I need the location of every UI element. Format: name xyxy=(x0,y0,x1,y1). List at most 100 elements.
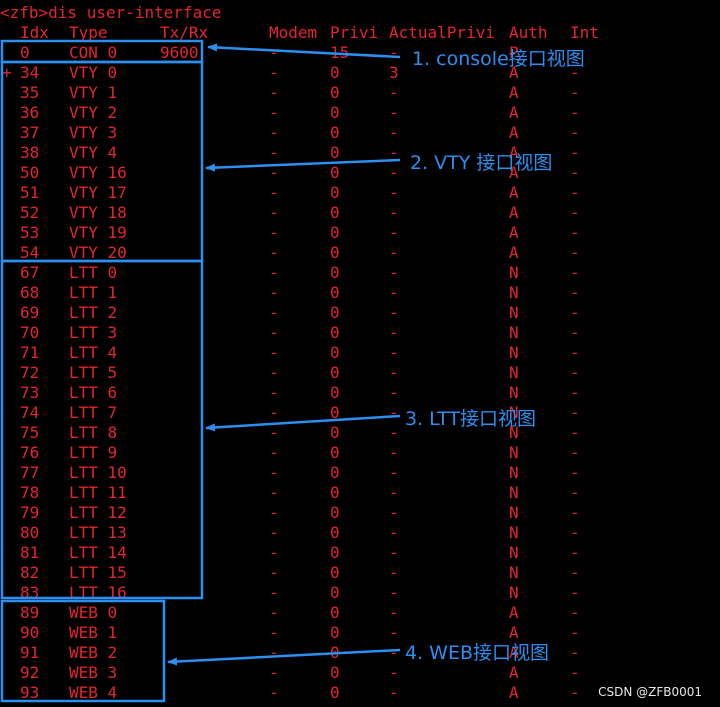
cell-privi: 0 xyxy=(330,203,340,222)
cell-idx: 50 xyxy=(20,163,40,182)
cell-type: LTT 15 xyxy=(69,563,127,582)
cell-modem: - xyxy=(269,403,279,422)
cell-actualprivi: - xyxy=(389,203,399,222)
cell-idx: 51 xyxy=(20,183,40,202)
cell-privi: 0 xyxy=(330,163,340,182)
cell-modem: - xyxy=(269,683,279,702)
cell-privi: 0 xyxy=(330,583,340,602)
cell-idx: 80 xyxy=(20,523,40,542)
cell-auth: A xyxy=(509,103,519,122)
cell-int: - xyxy=(570,303,580,322)
cell-modem: - xyxy=(269,243,279,262)
callout-console: 1. console接口视图 xyxy=(412,48,585,70)
cell-int: - xyxy=(570,603,580,622)
cell-privi: 0 xyxy=(330,543,340,562)
cell-type: VTY 0 xyxy=(69,63,118,82)
cell-auth: A xyxy=(509,63,519,82)
cell-idx: 79 xyxy=(20,503,40,522)
cell-privi: 0 xyxy=(330,403,340,422)
cell-privi: 0 xyxy=(330,183,340,202)
cell-privi: 0 xyxy=(330,383,340,402)
cell-modem: - xyxy=(269,343,279,362)
cell-actualprivi: - xyxy=(389,463,399,482)
cell-modem: - xyxy=(269,603,279,622)
cell-auth: N xyxy=(509,383,519,402)
cell-int: - xyxy=(570,203,580,222)
cell-int: - xyxy=(570,383,580,402)
cell-auth: A xyxy=(509,603,519,622)
cell-modem: - xyxy=(269,363,279,382)
cell-privi: 0 xyxy=(330,643,340,662)
watermark: CSDN @ZFB0001 xyxy=(598,685,702,699)
cell-privi: 0 xyxy=(330,143,340,162)
cell-modem: - xyxy=(269,223,279,242)
cell-auth: A xyxy=(509,243,519,262)
cell-int: - xyxy=(570,663,580,682)
cell-auth: N xyxy=(509,363,519,382)
cell-privi: 0 xyxy=(330,243,340,262)
cell-idx: 81 xyxy=(20,543,40,562)
cell-actualprivi: - xyxy=(389,583,399,602)
cell-privi: 0 xyxy=(330,683,340,702)
cell-actualprivi: - xyxy=(389,43,399,62)
cell-actualprivi: - xyxy=(389,143,399,162)
cell-type: VTY 2 xyxy=(69,103,118,122)
cell-privi: 0 xyxy=(330,103,340,122)
cell-idx: 75 xyxy=(20,423,40,442)
cell-type: LTT 2 xyxy=(69,303,118,322)
cell-auth: N xyxy=(509,323,519,342)
cell-auth: N xyxy=(509,583,519,602)
cell-idx: 52 xyxy=(20,203,40,222)
cell-privi: 0 xyxy=(330,343,340,362)
cell-actualprivi: - xyxy=(389,303,399,322)
cell-int: - xyxy=(570,623,580,642)
cell-actualprivi: - xyxy=(389,423,399,442)
cell-type: LTT 1 xyxy=(69,283,118,302)
cell-actualprivi: - xyxy=(389,163,399,182)
cell-auth: N xyxy=(509,463,519,482)
header-txrx: Tx/Rx xyxy=(160,23,209,42)
cell-int: - xyxy=(570,323,580,342)
cell-int: - xyxy=(570,363,580,382)
callout-web: 4. WEB接口视图 xyxy=(405,642,549,664)
cell-type: VTY 4 xyxy=(69,143,118,162)
cell-actualprivi: - xyxy=(389,343,399,362)
cell-int: - xyxy=(570,63,580,82)
cell-modem: - xyxy=(269,163,279,182)
cell-privi: 0 xyxy=(330,663,340,682)
cell-actualprivi: - xyxy=(389,403,399,422)
cell-modem: - xyxy=(269,523,279,542)
cell-modem: - xyxy=(269,283,279,302)
cell-modem: - xyxy=(269,303,279,322)
cell-actualprivi: - xyxy=(389,523,399,542)
cell-auth: N xyxy=(509,483,519,502)
cell-auth: N xyxy=(509,283,519,302)
cell-auth: A xyxy=(509,163,519,182)
cell-auth: N xyxy=(509,503,519,522)
cell-actualprivi: - xyxy=(389,103,399,122)
cell-int: - xyxy=(570,223,580,242)
cell-auth: A xyxy=(509,83,519,102)
cell-idx: 0 xyxy=(20,43,30,62)
cell-int: - xyxy=(570,563,580,582)
cell-auth: A xyxy=(509,203,519,222)
cell-int: - xyxy=(570,483,580,502)
cell-actualprivi: - xyxy=(389,503,399,522)
cell-idx: 73 xyxy=(20,383,40,402)
cell-auth: N xyxy=(509,443,519,462)
cell-type: VTY 19 xyxy=(69,223,127,242)
cell-idx: 67 xyxy=(20,263,40,282)
cell-auth: N xyxy=(509,303,519,322)
cell-privi: 0 xyxy=(330,503,340,522)
cell-idx: 72 xyxy=(20,363,40,382)
cell-type: CON 0 xyxy=(69,43,118,62)
cell-int: - xyxy=(570,263,580,282)
cell-modem: - xyxy=(269,103,279,122)
cell-idx: 53 xyxy=(20,223,40,242)
cell-actualprivi: - xyxy=(389,83,399,102)
cell-txrx: 9600 xyxy=(160,43,199,62)
cell-idx: 38 xyxy=(20,143,40,162)
cell-privi: 0 xyxy=(330,263,340,282)
cell-auth: A xyxy=(509,183,519,202)
